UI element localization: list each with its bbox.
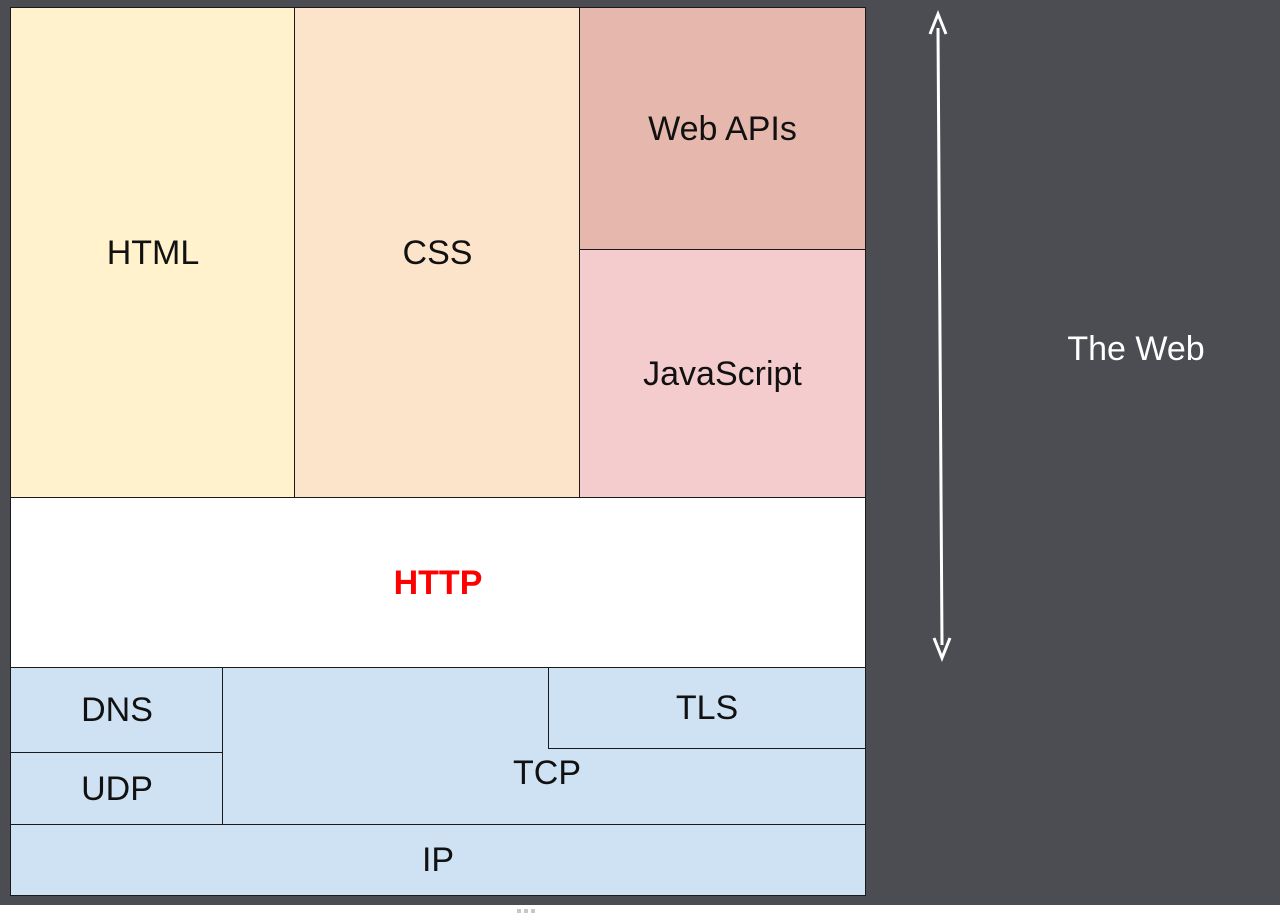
- ip-layer: IP: [10, 824, 866, 896]
- udp-layer: UDP: [10, 752, 224, 826]
- web-apis-layer-label: Web APIs: [648, 109, 797, 148]
- handle-dot: [531, 909, 535, 913]
- tcp-layer-label: TCP: [513, 754, 581, 792]
- udp-layer-label: UDP: [81, 769, 153, 808]
- http-layer-label: HTTP: [393, 563, 483, 602]
- web-apis-layer: Web APIs: [579, 7, 866, 251]
- resize-handle[interactable]: [517, 909, 535, 913]
- http-layer: HTTP: [10, 497, 866, 669]
- javascript-layer: JavaScript: [579, 249, 866, 499]
- html-layer: HTML: [10, 7, 296, 499]
- ip-layer-label: IP: [421, 840, 455, 879]
- dns-layer-label: DNS: [81, 691, 153, 729]
- tls-layer-label: TLS: [675, 688, 739, 727]
- double-headed-vertical-arrow-icon: [928, 9, 952, 663]
- dns-layer: DNS: [10, 667, 224, 754]
- html-layer-label: HTML: [106, 233, 200, 272]
- the-web-label: The Web: [1067, 330, 1205, 368]
- css-layer: CSS: [294, 7, 581, 499]
- handle-dot: [517, 909, 521, 913]
- tls-layer: TLS: [548, 667, 866, 749]
- handle-dot: [524, 909, 528, 913]
- css-layer-label: CSS: [402, 233, 473, 272]
- javascript-layer-label: JavaScript: [643, 354, 802, 393]
